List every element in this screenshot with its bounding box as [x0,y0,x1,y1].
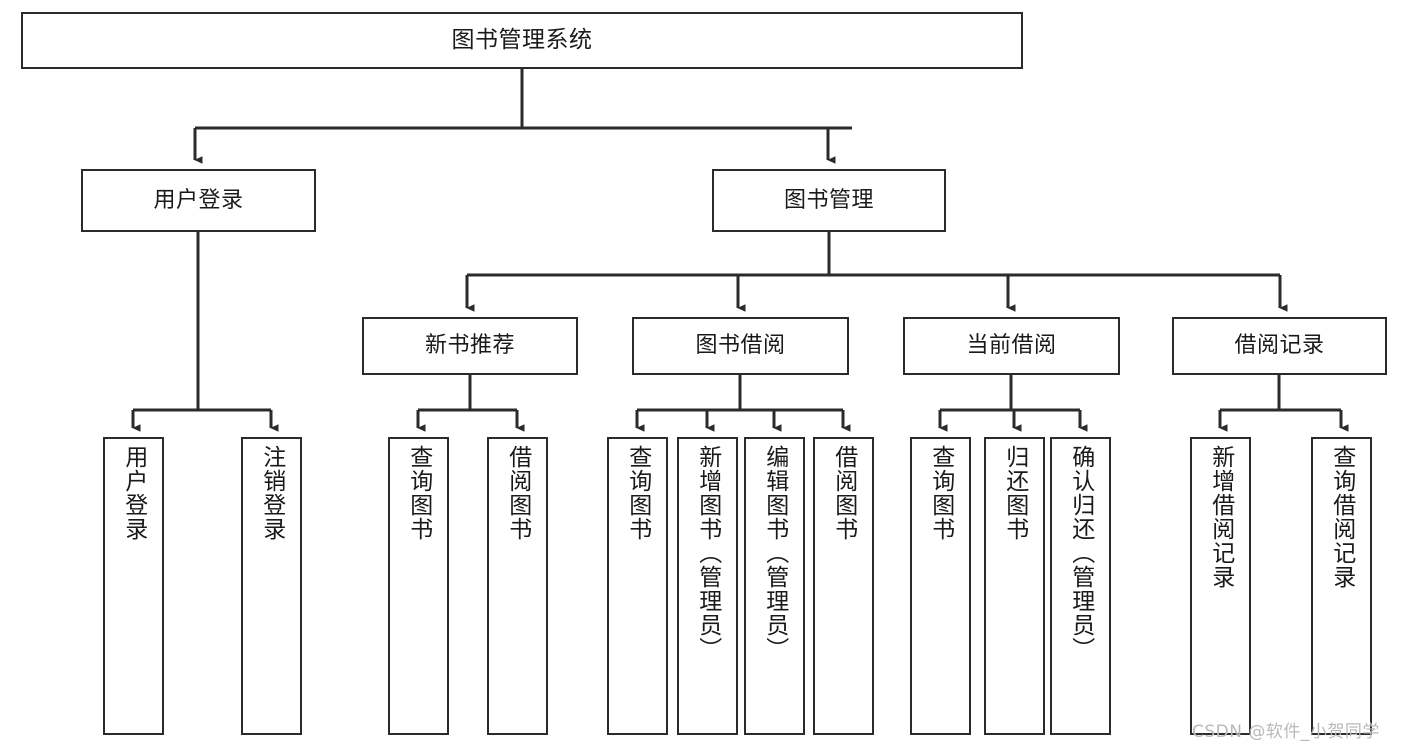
leaf-query-book-recommend-label: 查询图书 [405,445,432,541]
node-new-book-recommend[interactable]: 新书推荐 [362,317,578,375]
node-root[interactable]: 图书管理系统 [21,12,1023,69]
node-root-label: 图书管理系统 [451,27,593,53]
node-user-login-label: 用户登录 [153,187,244,213]
leaf-query-book-borrow[interactable]: 查询图书 [607,437,668,735]
node-user-login[interactable]: 用户登录 [81,169,316,232]
leaf-query-book-current[interactable]: 查询图书 [910,437,971,735]
leaf-confirm-return-admin-label: 确认归还（管理员） [1067,445,1094,661]
node-book-borrow-label: 图书借阅 [695,333,786,358]
leaf-query-book-current-label: 查询图书 [927,445,954,541]
watermark: CSDN @软件_小贺同学 [1192,722,1380,742]
leaf-add-borrow-record-label: 新增借阅记录 [1207,445,1234,589]
node-book-manage-label: 图书管理 [783,187,874,213]
leaf-edit-book-admin-label: 编辑图书（管理员） [761,445,788,661]
leaf-add-book-admin[interactable]: 新增图书（管理员） [677,437,738,735]
leaf-logout-login-label: 注销登录 [258,445,285,541]
leaf-query-book-borrow-label: 查询图书 [624,445,651,541]
node-current-borrow[interactable]: 当前借阅 [903,317,1120,375]
leaf-add-book-admin-label: 新增图书（管理员） [694,445,721,661]
leaf-query-borrow-record[interactable]: 查询借阅记录 [1311,437,1372,735]
leaf-user-login[interactable]: 用户登录 [103,437,164,735]
leaf-borrow-book-label: 借阅图书 [830,445,857,541]
node-book-borrow[interactable]: 图书借阅 [632,317,849,375]
leaf-add-borrow-record[interactable]: 新增借阅记录 [1190,437,1251,735]
node-book-manage[interactable]: 图书管理 [712,169,946,232]
leaf-edit-book-admin[interactable]: 编辑图书（管理员） [744,437,805,735]
node-borrow-record[interactable]: 借阅记录 [1172,317,1387,375]
leaf-borrow-book-recommend[interactable]: 借阅图书 [487,437,548,735]
leaf-query-book-recommend[interactable]: 查询图书 [388,437,449,735]
leaf-query-borrow-record-label: 查询借阅记录 [1328,445,1355,589]
leaf-borrow-book[interactable]: 借阅图书 [813,437,874,735]
node-borrow-record-label: 借阅记录 [1234,333,1325,358]
leaf-return-book-label: 归还图书 [1001,445,1028,541]
node-new-book-recommend-label: 新书推荐 [424,333,515,358]
leaf-user-login-label: 用户登录 [120,445,147,541]
leaf-borrow-book-recommend-label: 借阅图书 [504,445,531,541]
leaf-confirm-return-admin[interactable]: 确认归还（管理员） [1050,437,1111,735]
leaf-return-book[interactable]: 归还图书 [984,437,1045,735]
leaf-logout-login[interactable]: 注销登录 [241,437,302,735]
node-current-borrow-label: 当前借阅 [966,333,1057,358]
